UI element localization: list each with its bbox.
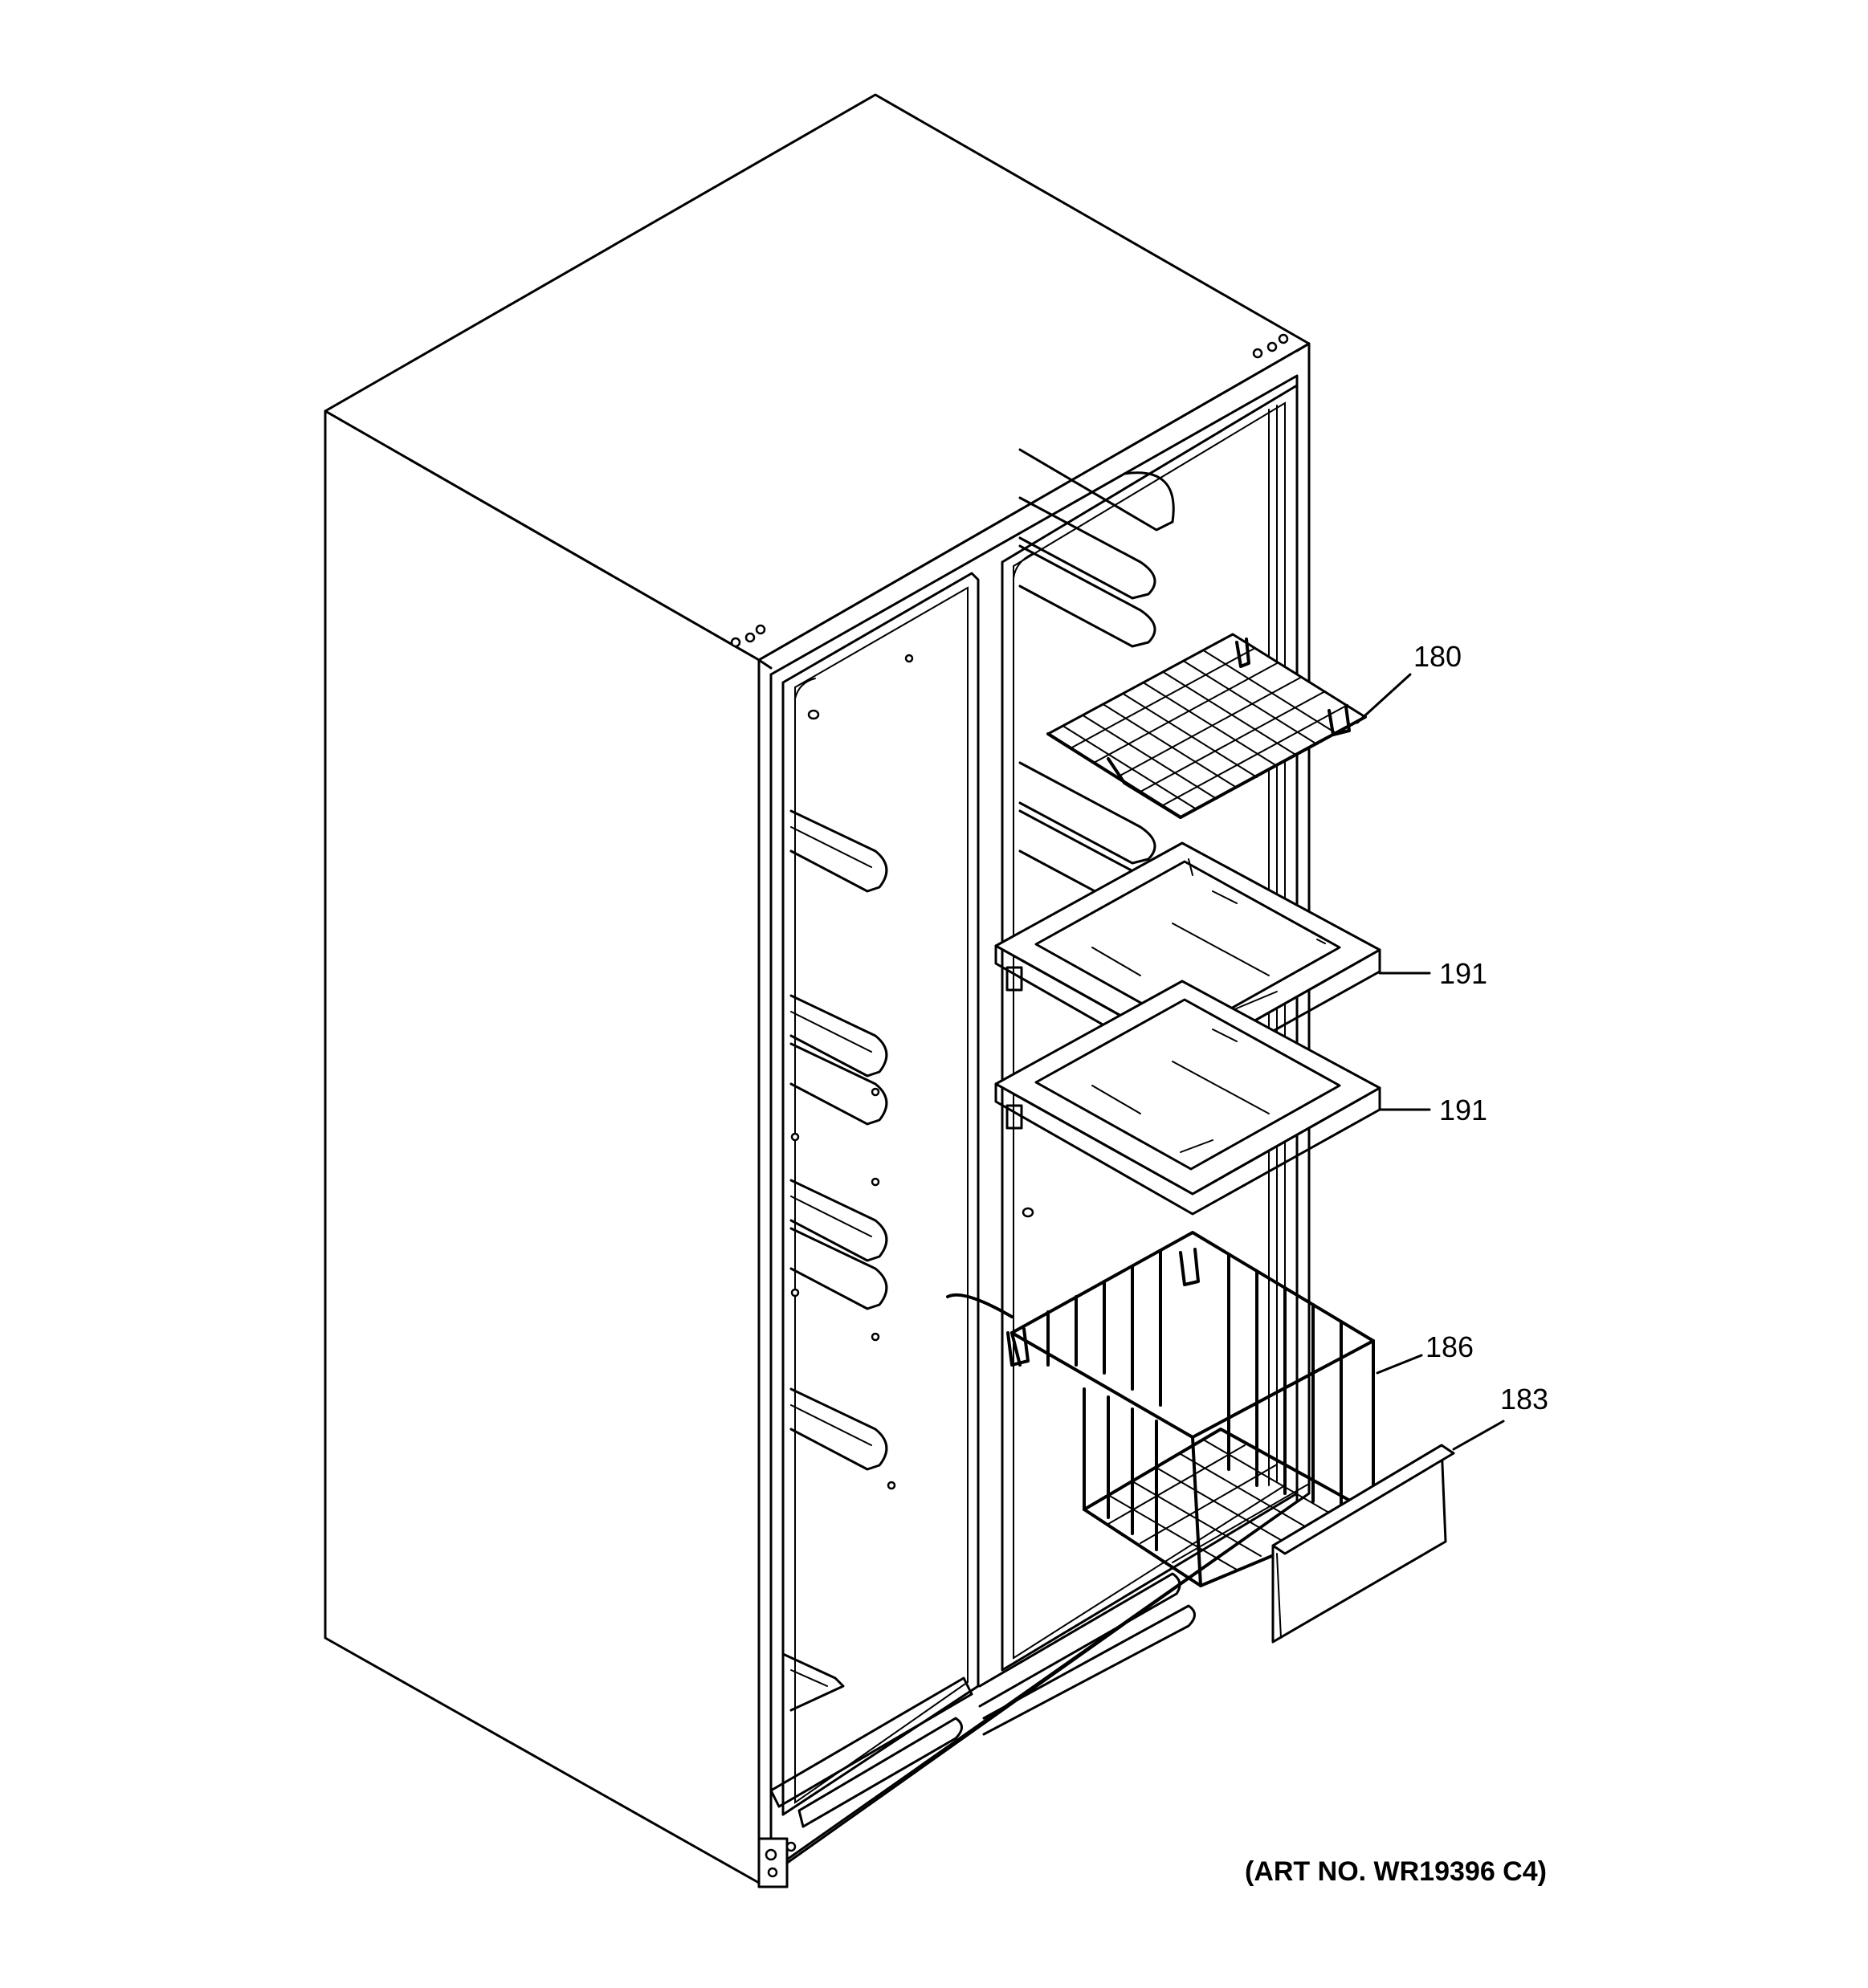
art-number: (ART NO. WR19396 C4) — [1245, 1856, 1547, 1887]
bottom-grille-hinge — [757, 1676, 973, 1888]
callout-191-lower: 191 — [1439, 1094, 1487, 1126]
callout-183: 183 — [1500, 1383, 1548, 1416]
callout-191-upper: 191 — [1439, 957, 1487, 990]
basket-floor-wires — [1107, 1440, 1334, 1570]
fresh-food-shelf-supports — [789, 809, 888, 1471]
part-180-wire-shelf — [1046, 633, 1367, 819]
part-183-basket-front — [1271, 1444, 1455, 1644]
callout-186: 186 — [1425, 1330, 1474, 1363]
part-186-wire-basket — [946, 1231, 1375, 1587]
part-191-glass-shelf-lower — [994, 980, 1381, 1216]
wire-shelf-grid — [1063, 647, 1348, 810]
basket-vertical-wires — [1046, 1249, 1343, 1551]
fresh-food-compartment — [781, 572, 980, 1816]
callout-leaders — [1356, 673, 1505, 1451]
callout-180: 180 — [1413, 640, 1462, 673]
